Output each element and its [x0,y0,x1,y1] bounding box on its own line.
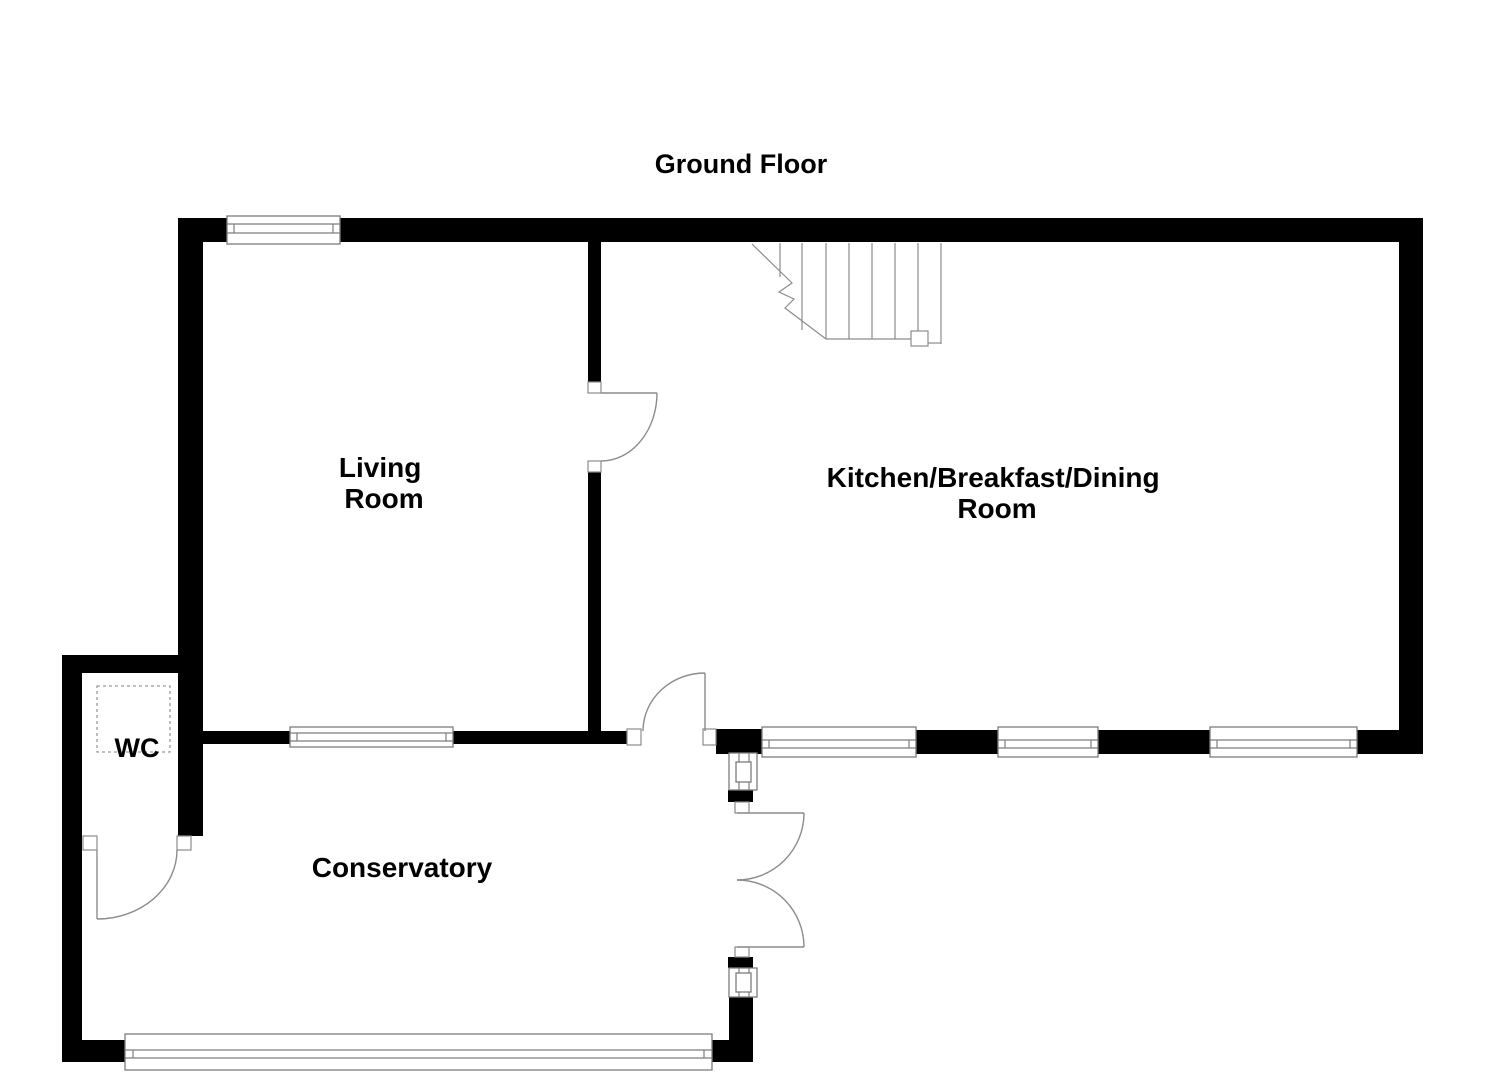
conservatory-south-wall-corner [712,1040,753,1062]
left-exterior-wall [178,218,203,836]
door-swing-arc [736,879,805,948]
kitchen-door-jamb-left [626,728,642,746]
divider-door-jamb-bottom [587,460,602,473]
room-label-living-room: Living Room [339,452,429,514]
wc-fixture-dashed-outline [96,685,171,753]
room-label-line: Room [957,493,1036,524]
window-frame [226,215,341,245]
wc-door [96,849,178,920]
living-kitchen-divider-upper [588,242,601,382]
living-kitchen-door [600,392,658,462]
wc-door-jamb-right [176,835,192,851]
kitchen-south-window-3 [1209,726,1358,758]
living-kitchen-divider-lower [588,472,601,731]
door-swing-arc [96,849,178,920]
kitchen-door-jamb-right [702,728,717,746]
window-sash [735,761,752,783]
window-frame [289,726,454,748]
french-door-jamb-top [734,801,750,814]
window-frame [997,726,1099,758]
room-label-line: Living [339,452,421,483]
kitchen-south-window-1 [761,726,917,758]
floor-title: Ground Floor [655,149,828,179]
conservatory-east-wall-band-b [728,957,753,968]
divider-door-jamb-top [587,381,602,394]
room-label-line: Kitchen/Breakfast/Dining [827,462,1160,493]
conservatory-east-window-lower [728,967,758,998]
kitchen-conservatory-door [642,672,706,732]
conservatory-east-wall-band-a [728,790,753,802]
kitchen-south-window-2 [997,726,1099,758]
conservatory-west-wall [62,655,82,1062]
right-exterior-wall [1399,218,1423,754]
window-frame [761,726,917,758]
wc-door-jamb-left [82,835,98,851]
room-label-line: Room [344,483,423,514]
room-label-kitchen: Kitchen/Breakfast/Dining Room [827,462,1168,524]
walls [62,218,1423,1062]
room-label-wc: WC [115,733,160,763]
stair-newel-post [910,330,929,347]
staircase [751,243,942,347]
window-frame [124,1033,713,1071]
conservatory-east-window-upper [728,752,758,791]
door-swing-arc [736,812,805,881]
window-frame [1209,726,1358,758]
conservatory-french-doors [736,812,805,948]
top-exterior-wall [178,218,1423,242]
door-swing-arc [642,672,706,732]
stair-break-line [751,243,827,340]
wc-north-wall [62,655,178,673]
conservatory-east-wall-lower [729,997,753,1042]
conservatory-south-window [124,1033,713,1071]
room-label-conservatory: Conservatory [312,852,493,883]
door-swing-arc [600,392,658,462]
door-jambs [82,381,750,958]
living-room-north-window [226,215,341,245]
conservatory-south-wall-left [62,1040,125,1062]
living-room-south-window [289,726,454,748]
window-sash [735,972,752,993]
kitchen-south-corner-block [716,729,765,754]
french-door-jamb-bottom [734,946,750,958]
doors [96,392,805,948]
